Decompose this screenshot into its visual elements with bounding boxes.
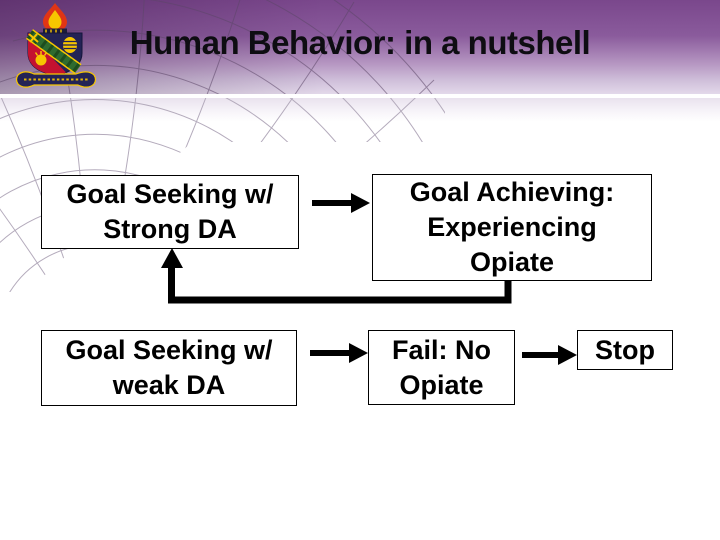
flow-box-goal-seeking-strong-da: Goal Seeking w/ Strong DA — [41, 175, 299, 249]
title-band-fade — [0, 98, 720, 122]
flow-box-stop: Stop — [577, 330, 673, 370]
army-ordnance-crest-icon — [16, 3, 96, 88]
arrow-strong-to-achieving — [312, 193, 370, 213]
flow-box-goal-achieving: Goal Achieving: Experiencing Opiate — [372, 174, 652, 281]
title-band-divider — [0, 94, 720, 98]
flow-box-fail-no-opiate: Fail: No Opiate — [368, 330, 515, 405]
slide-title: Human Behavior: in a nutshell — [129, 24, 591, 61]
title-band — [0, 0, 720, 94]
flow-box-goal-seeking-weak-da: Goal Seeking w/ weak DA — [41, 330, 297, 406]
arrow-weak-to-fail — [310, 343, 368, 363]
arrow-feedback-achieving-to-strong — [161, 248, 512, 304]
arrow-fail-to-stop — [522, 345, 577, 365]
